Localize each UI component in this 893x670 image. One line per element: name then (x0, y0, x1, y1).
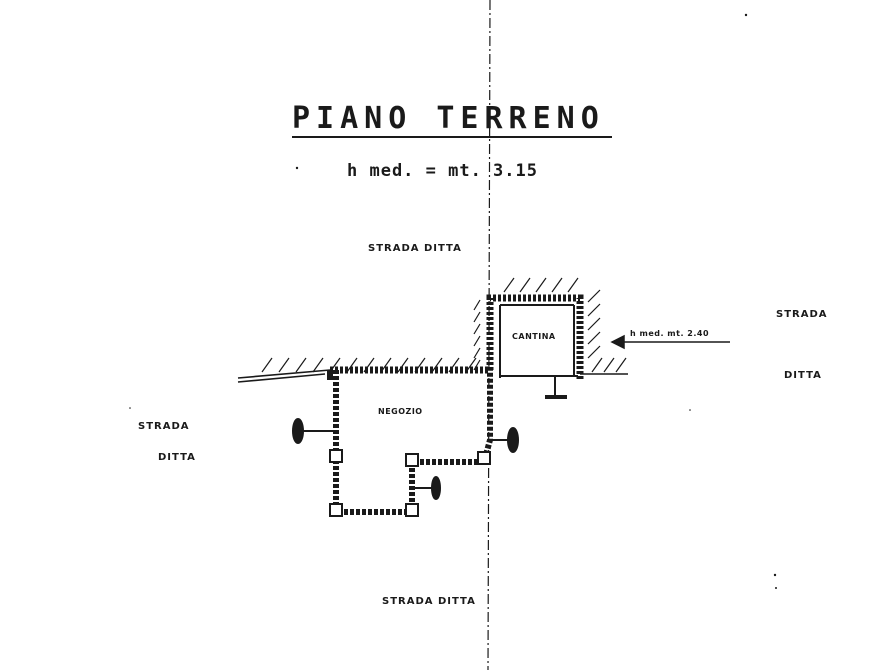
ground-line (237, 369, 628, 383)
hatch-tick (587, 345, 601, 359)
hatch-tick (346, 357, 358, 373)
hatch-tick (603, 357, 615, 373)
level-arrow (610, 334, 730, 350)
hatch-tick (587, 289, 601, 303)
main-room-walls (327, 366, 493, 515)
level-note: h med. mt. 2.40 (630, 329, 710, 338)
label-east-line1: STRADA (776, 309, 828, 320)
hatch-tick (587, 331, 601, 345)
drawing-title: PIANO TERRENO (292, 101, 605, 136)
hatch-tick (261, 357, 273, 373)
label-west-line2: DITTA (158, 452, 196, 463)
hatch-tick (503, 277, 515, 293)
label-north: STRADA DITTA (368, 243, 462, 254)
room-label-cantina: CANTINA (512, 332, 556, 341)
hatch-tick (587, 317, 601, 331)
hatch-tick (615, 357, 627, 373)
hatch-tick (397, 357, 409, 373)
columns (329, 449, 491, 517)
hatch-tick (278, 357, 290, 373)
ground-hatching (261, 277, 627, 373)
openings (292, 376, 567, 500)
scan-specks (129, 13, 777, 589)
hatch-tick (473, 347, 481, 359)
label-east-line2: DITTA (784, 370, 822, 381)
hatch-tick (587, 303, 601, 317)
hatch-tick (473, 323, 481, 335)
hatch-tick (473, 335, 481, 347)
hatch-tick (551, 277, 563, 293)
label-south: STRADA DITTA (382, 596, 476, 607)
hatch-tick (312, 357, 324, 373)
hatch-tick (295, 357, 307, 373)
hatch-tick (591, 357, 603, 373)
center-axis-line (487, 0, 491, 670)
small-room-walls (486, 294, 584, 380)
hatch-tick (519, 277, 531, 293)
hatch-tick (431, 357, 443, 373)
label-west-line1: STRADA (138, 421, 190, 432)
hatch-tick (535, 277, 547, 293)
hatch-tick (473, 299, 481, 311)
hatch-tick (473, 311, 481, 323)
hatch-tick (567, 277, 579, 293)
room-label-negozio: NEGOZIO (378, 407, 423, 416)
drawing-subtitle: h med. = mt. 3.15 (347, 161, 538, 181)
